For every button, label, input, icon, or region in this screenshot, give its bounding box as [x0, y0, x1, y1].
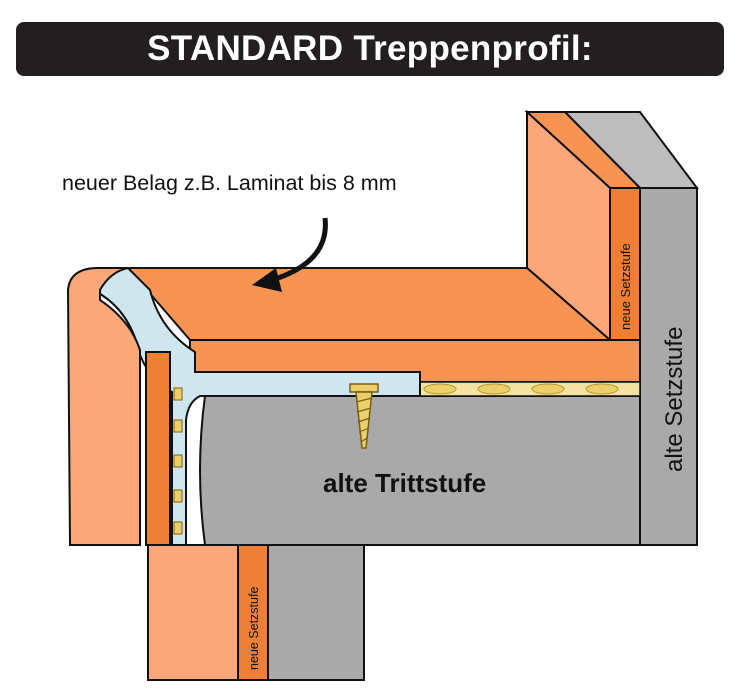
new-riser-bottom-side — [147, 544, 239, 681]
new-covering-top — [125, 267, 613, 341]
new-riser-bottom-face — [237, 544, 269, 681]
clip-screws — [173, 387, 183, 535]
old-tread-label: alte Trittstufe — [323, 468, 486, 498]
old-riser-label: alte Setzstufe — [661, 327, 688, 472]
new-covering-label: neuer Belag z.B. Laminat bis 8 mm — [62, 171, 397, 195]
new-riser-bottom-label: neue Setzstufe — [247, 587, 261, 670]
new-riser-top-label: neue Setzstufe — [618, 243, 633, 330]
curved-arrow-icon — [252, 217, 328, 292]
old-riser-bottom — [267, 544, 365, 681]
front-nosing — [66, 267, 141, 546]
page-title: STANDARD Treppenprofil: — [147, 29, 593, 68]
new-riser-top-face — [609, 187, 641, 341]
front-nosing-face — [145, 351, 171, 546]
title-bar: STANDARD Treppenprofil: — [16, 22, 724, 76]
screw-icon — [349, 383, 379, 449]
